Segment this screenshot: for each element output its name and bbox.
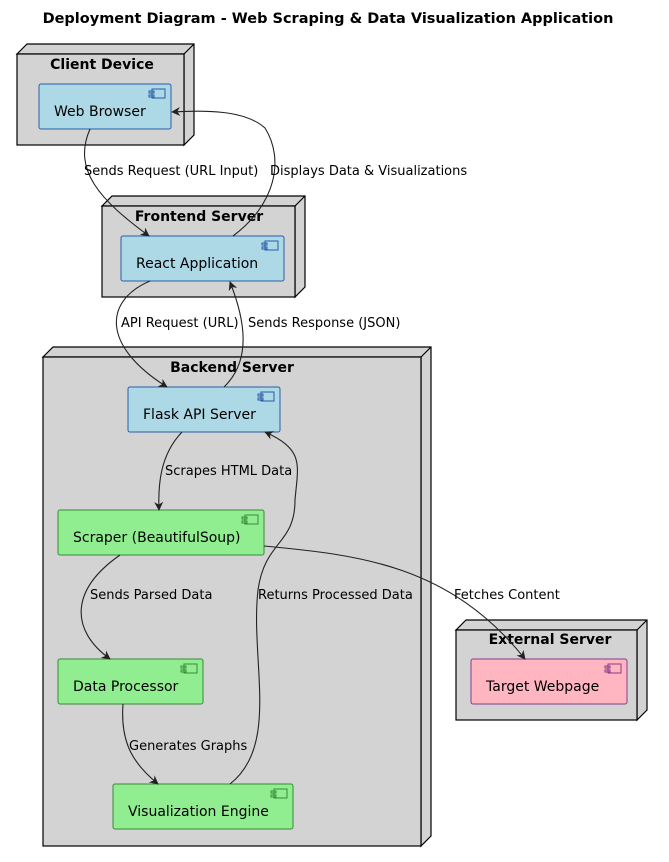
edge-label: Fetches Content — [454, 588, 560, 603]
node-title-backend: Backend Server — [170, 360, 294, 376]
component-flask-api-server: Flask API Server — [127, 386, 281, 433]
component-visualization-engine: Visualization Engine — [112, 783, 294, 830]
component-label: Web Browser — [54, 104, 146, 120]
edge-label: Returns Processed Data — [258, 588, 413, 603]
component-label: Data Processor — [73, 679, 179, 695]
edge-label: Displays Data & Visualizations — [270, 164, 467, 179]
edge-label: API Request (URL) — [121, 316, 239, 331]
component-data-processor: Data Processor — [57, 658, 204, 705]
component-icon — [270, 788, 288, 799]
edge-scrapes-html: Scrapes HTML Data — [154, 431, 292, 511]
diagram-title: Deployment Diagram - Web Scraping & Data… — [43, 11, 614, 27]
component-react-application: React Application — [120, 235, 285, 282]
edge-api-request: API Request (URL) — [115, 280, 239, 388]
component-web-browser: Web Browser — [38, 83, 172, 130]
edge-sends-request: Sends Request (URL Input) — [84, 128, 258, 237]
node-title-client: Client Device — [50, 57, 154, 73]
component-icon — [148, 88, 166, 99]
edge-generates-graphs: Generates Graphs — [122, 703, 247, 785]
component-icon — [257, 391, 275, 402]
component-icon — [261, 240, 279, 251]
edge-label: Generates Graphs — [129, 739, 247, 754]
edge-returns-processed: Returns Processed Data — [229, 431, 413, 785]
component-scraper: Scraper (BeautifulSoup) — [57, 509, 265, 556]
edge-label: Scrapes HTML Data — [165, 464, 292, 479]
edge-fetches-content: Fetches Content — [263, 545, 560, 660]
edge-label: Sends Response (JSON) — [248, 316, 400, 331]
component-icon — [241, 514, 259, 525]
component-label: React Application — [136, 256, 258, 272]
node-title-external: External Server — [489, 632, 612, 648]
node-backend-server: Backend Server — [41, 346, 432, 848]
component-icon — [180, 663, 198, 674]
edge-displays-data: Displays Data & Visualizations — [171, 107, 467, 237]
component-target-webpage: Target Webpage — [470, 658, 628, 705]
component-label: Visualization Engine — [128, 804, 269, 820]
edge-sends-response: Sends Response (JSON) — [223, 281, 400, 388]
edge-label: Sends Request (URL Input) — [84, 164, 258, 179]
node-title-frontend: Frontend Server — [135, 209, 263, 225]
component-label: Target Webpage — [485, 679, 599, 695]
component-icon — [604, 663, 622, 674]
edge-label: Sends Parsed Data — [90, 588, 212, 603]
edge-sends-parsed: Sends Parsed Data — [80, 554, 212, 660]
component-label: Flask API Server — [143, 407, 256, 423]
component-label: Scraper (BeautifulSoup) — [73, 530, 241, 546]
